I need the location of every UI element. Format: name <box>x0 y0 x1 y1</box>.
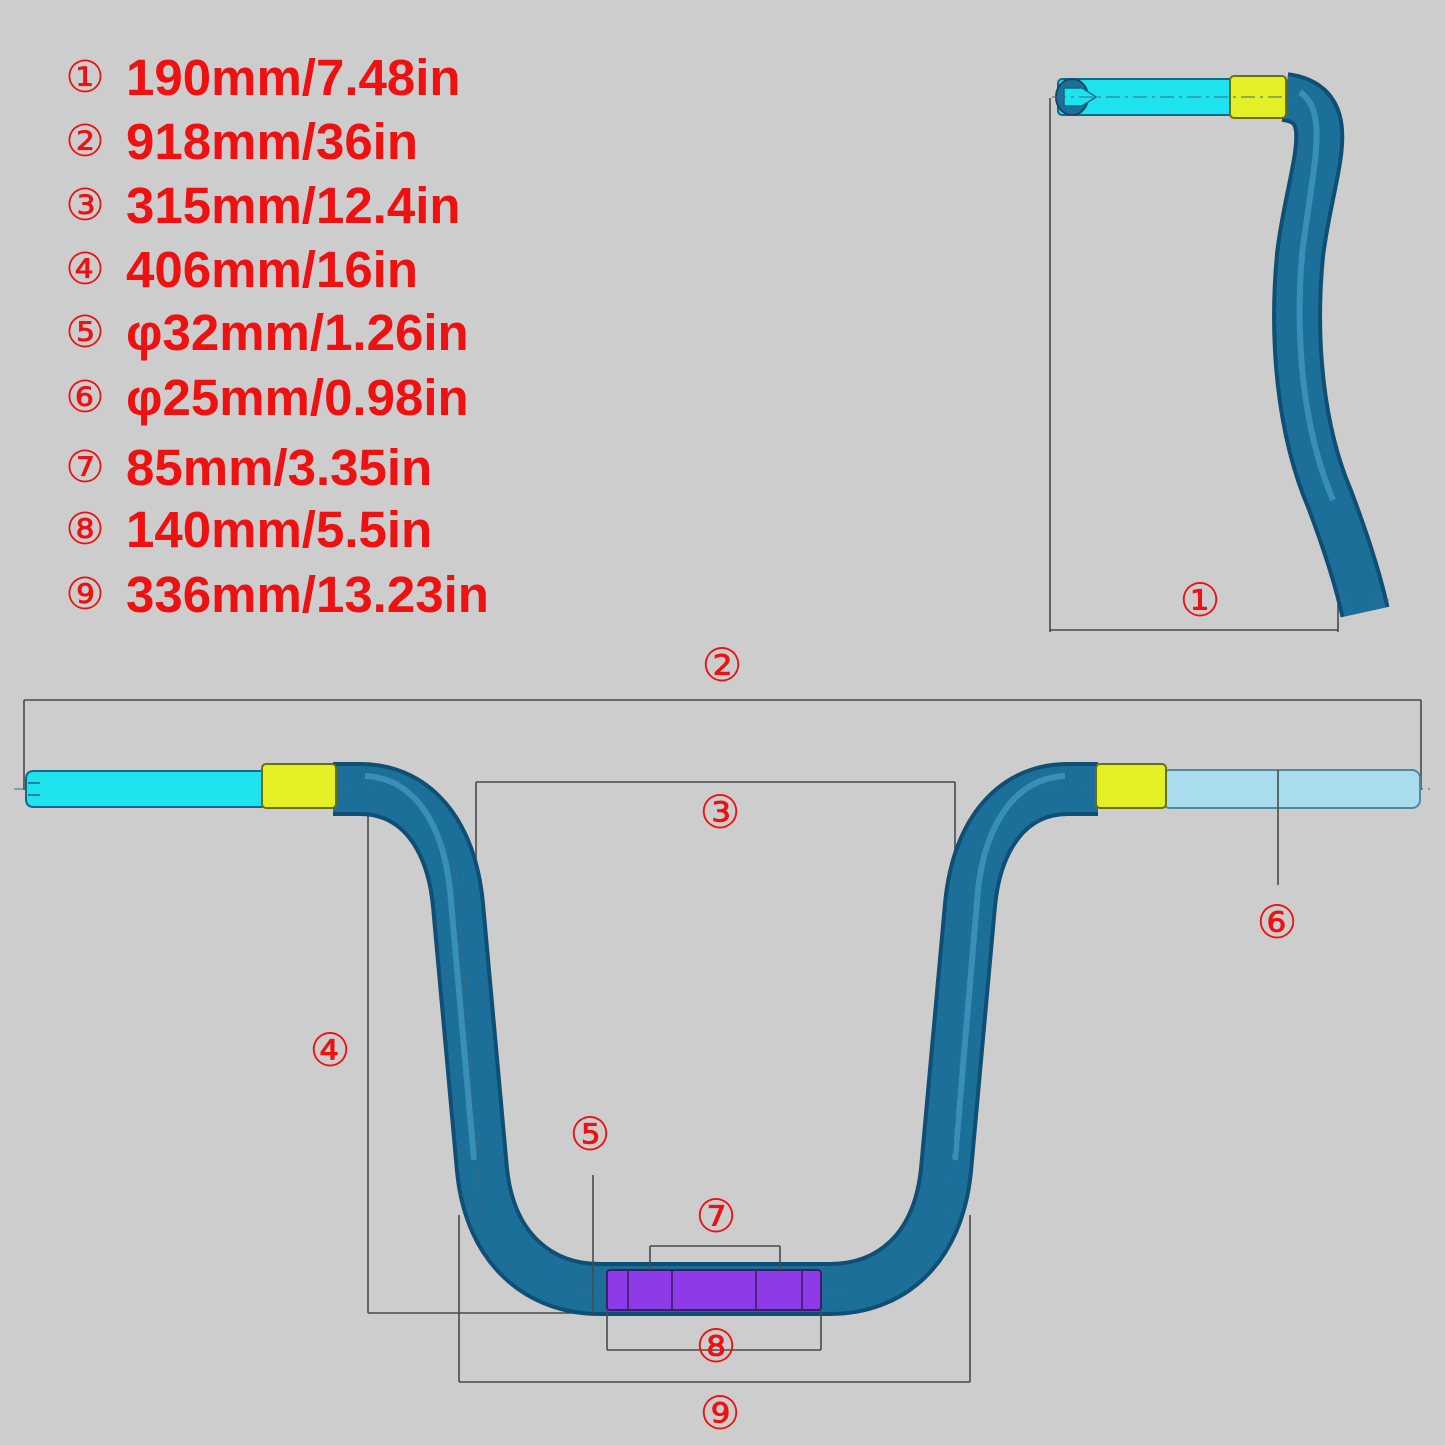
callout-4: ④ <box>309 1023 350 1077</box>
spec-number: ④ <box>65 244 105 295</box>
spec-item-5: ⑤ φ32mm/1.26in <box>60 303 469 362</box>
callout-9: ⑨ <box>699 1386 740 1440</box>
left-grip-end-slot <box>28 782 40 796</box>
spec-number: ⑥ <box>65 372 105 423</box>
spec-value: 315mm/12.4in <box>126 177 461 234</box>
spec-value: 190mm/7.48in <box>126 49 461 106</box>
spec-value: 85mm/3.35in <box>126 439 433 496</box>
left-grip <box>25 770 267 808</box>
spec-item-8: ⑧ 140mm/5.5in <box>60 500 432 559</box>
spec-item-4: ④ 406mm/16in <box>60 240 418 299</box>
side-view: ① <box>1049 72 1390 632</box>
spec-item-9: ⑨ 336mm/13.23in <box>60 565 489 624</box>
callout-7: ⑦ <box>695 1189 736 1243</box>
right-riser-centerline <box>947 869 975 1221</box>
callout-3: ③ <box>699 785 740 839</box>
spec-value: 406mm/16in <box>126 241 419 298</box>
center-clamp <box>606 1269 822 1311</box>
right-collar <box>1095 763 1167 809</box>
spec-number: ⑦ <box>65 442 105 493</box>
spec-item-1: ① 190mm/7.48in <box>60 48 461 107</box>
right-grip <box>1161 769 1421 809</box>
callout-5: ⑤ <box>569 1107 610 1161</box>
side-collar <box>1229 75 1287 119</box>
spec-number: ② <box>65 116 105 167</box>
left-collar <box>261 763 337 809</box>
spec-number: ③ <box>65 180 105 231</box>
spec-value: φ32mm/1.26in <box>126 304 469 361</box>
callout-2: ② <box>701 638 742 692</box>
side-riser-tube-fill <box>1276 76 1386 617</box>
spec-number: ⑨ <box>65 569 105 620</box>
left-riser-centerline <box>455 869 483 1221</box>
spec-value: 140mm/5.5in <box>126 501 433 558</box>
callout-1: ① <box>1179 573 1220 627</box>
front-view: ② ③ ④ ⑨ <box>14 638 1430 1440</box>
spec-item-6: ⑥ φ25mm/0.98in <box>60 368 469 427</box>
side-riser-highlight <box>1296 89 1336 502</box>
spec-item-7: ⑦ 85mm/3.35in <box>60 438 432 497</box>
spec-number: ⑤ <box>65 307 105 358</box>
spec-number: ⑧ <box>65 504 105 555</box>
spec-item-3: ③ 315mm/12.4in <box>60 176 461 235</box>
main-bar-highlight-right <box>952 773 1066 1161</box>
spec-number: ① <box>65 52 105 103</box>
spec-value: 336mm/13.23in <box>126 566 489 623</box>
spec-value: 918mm/36in <box>126 113 419 170</box>
spec-item-2: ② 918mm/36in <box>60 112 418 171</box>
main-bar-highlight-left <box>364 773 477 1161</box>
callout-8: ⑧ <box>695 1319 736 1373</box>
spec-value: φ25mm/0.98in <box>126 369 469 426</box>
callout-6: ⑥ <box>1256 895 1297 949</box>
